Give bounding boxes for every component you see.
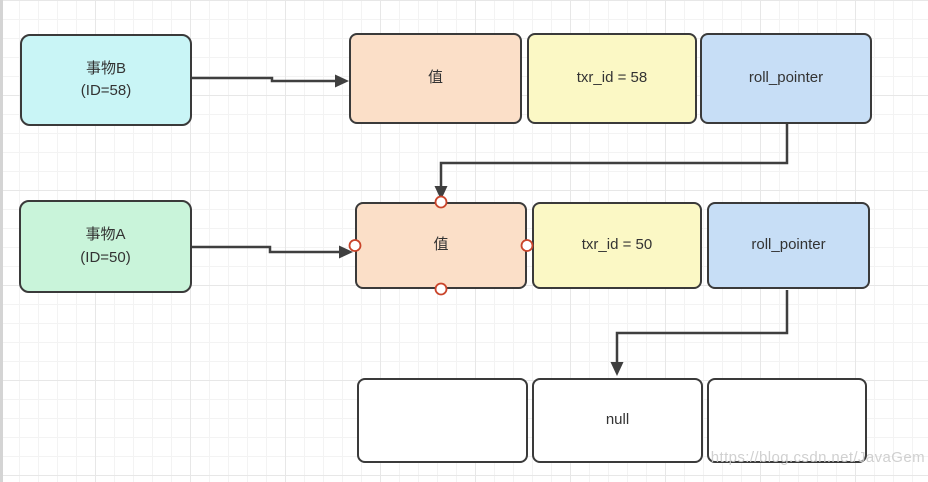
canvas-left-edge — [0, 0, 3, 482]
row1-txid-label: txr_id = 58 — [576, 69, 648, 87]
node-row3-roll-pointer-empty[interactable] — [707, 378, 867, 463]
connector-txnb-to-row1[interactable] — [192, 74, 349, 88]
node-transaction-a[interactable]: 事物A (ID=50) — [19, 200, 192, 293]
transaction-a-title: 事物A — [85, 226, 126, 243]
connector-row1-rollpointer-to-row2[interactable] — [434, 124, 789, 200]
arrowhead-down-icon — [610, 362, 624, 376]
arrowhead-right-icon — [339, 245, 353, 259]
transaction-b-id: (ID=58) — [80, 82, 132, 99]
node-row1-txid[interactable]: txr_id = 58 — [527, 33, 697, 124]
arrowhead-down-icon — [434, 186, 448, 200]
transaction-b-title: 事物B — [85, 59, 126, 77]
row2-roll-pointer-label: roll_pointer — [751, 236, 826, 254]
connector-txna-to-row2[interactable] — [192, 245, 353, 259]
node-row3-value-empty[interactable] — [357, 378, 528, 463]
node-row3-null[interactable]: null — [532, 378, 703, 463]
node-row1-value[interactable]: 值 — [349, 33, 522, 124]
node-row1-roll-pointer[interactable]: roll_pointer — [700, 33, 872, 124]
node-row2-txid[interactable]: txr_id = 50 — [532, 202, 702, 289]
node-row2-roll-pointer[interactable]: roll_pointer — [707, 202, 870, 289]
csdn-watermark: https://blog.csdn.net/JavaGem — [710, 449, 925, 466]
row2-txid-label: txr_id = 50 — [581, 236, 653, 254]
node-row2-value[interactable]: 值 — [355, 202, 527, 289]
row1-value-label: 值 — [427, 69, 443, 87]
arrowhead-right-icon — [335, 74, 349, 88]
transaction-a-id: (ID=50) — [80, 248, 131, 266]
connector-row2-rollpointer-to-row3[interactable] — [610, 290, 789, 376]
row2-value-label: 值 — [433, 236, 449, 254]
row3-null-label: null — [605, 411, 630, 429]
node-transaction-b[interactable]: 事物B (ID=58) — [20, 34, 192, 126]
row1-roll-pointer-label: roll_pointer — [748, 69, 824, 87]
